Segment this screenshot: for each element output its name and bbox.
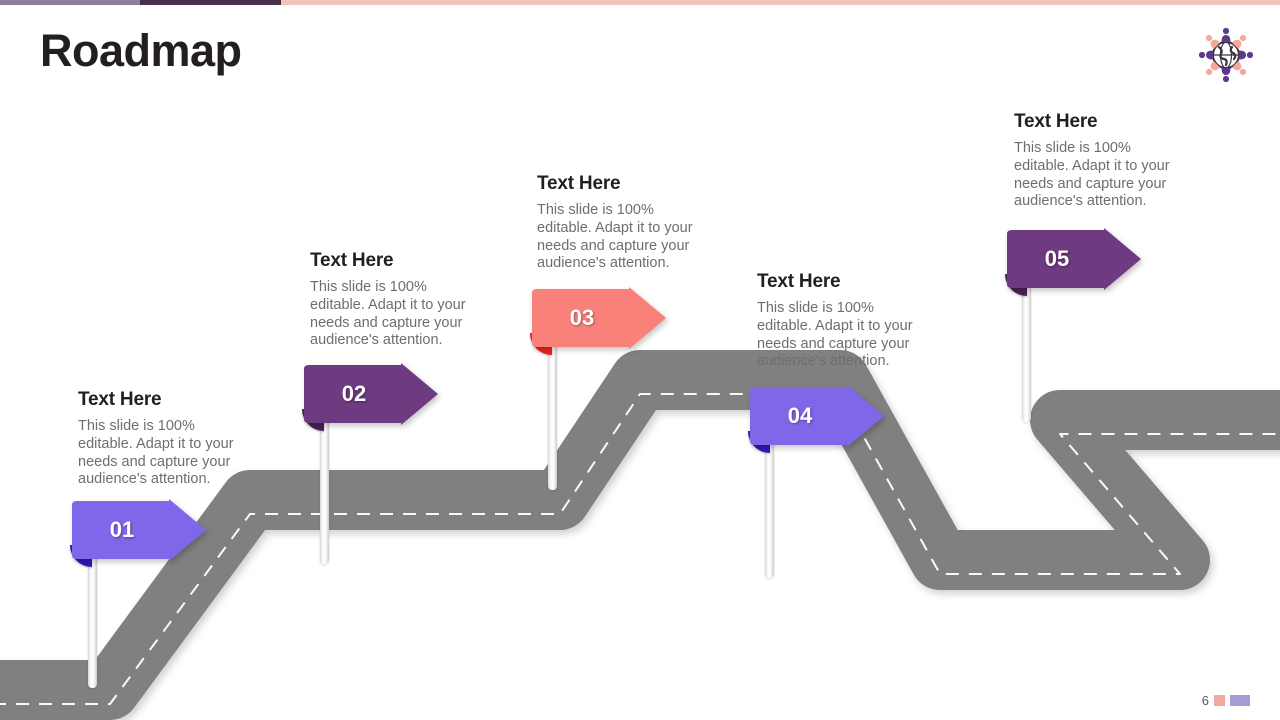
milestone-03-text: Text Here This slide is 100% editable. A… bbox=[537, 173, 702, 273]
milestone-04-heading: Text Here bbox=[757, 271, 841, 292]
milestone-04-body: This slide is 100% editable. Adapt it to… bbox=[757, 300, 913, 370]
milestone-02-body: This slide is 100% editable. Adapt it to… bbox=[310, 279, 466, 349]
milestone-05-heading: Text Here bbox=[1014, 111, 1098, 132]
milestone-03-pole bbox=[548, 328, 557, 490]
milestone-03-heading: Text Here bbox=[537, 173, 621, 194]
top-accent-bar bbox=[0, 0, 1280, 5]
milestone-02-pole bbox=[320, 404, 329, 564]
milestone-01-body: This slide is 100% editable. Adapt it to… bbox=[78, 418, 234, 488]
milestone-03-body: This slide is 100% editable. Adapt it to… bbox=[537, 202, 693, 272]
milestone-01-flag[interactable]: 01 bbox=[68, 499, 208, 561]
milestone-01-text: Text Here This slide is 100% editable. A… bbox=[78, 389, 253, 489]
milestone-05-flag[interactable]: 05 bbox=[1003, 228, 1143, 290]
globe-people-icon bbox=[1190, 24, 1262, 86]
page-swatch-purple bbox=[1230, 695, 1250, 706]
milestone-05-pole bbox=[1022, 269, 1031, 422]
page-number: 6 bbox=[1202, 693, 1250, 708]
accent-segment-1 bbox=[0, 0, 140, 5]
accent-segment-3 bbox=[281, 0, 1280, 5]
milestone-05-text: Text Here This slide is 100% editable. A… bbox=[1014, 111, 1179, 211]
accent-segment-2 bbox=[140, 0, 281, 5]
milestone-02-flag[interactable]: 02 bbox=[300, 363, 440, 425]
milestone-02-text: Text Here This slide is 100% editable. A… bbox=[310, 250, 475, 350]
page-swatch-peach bbox=[1214, 695, 1225, 706]
milestone-04-text: Text Here This slide is 100% editable. A… bbox=[757, 271, 922, 371]
milestone-01-pole bbox=[88, 540, 97, 688]
milestone-04-pole bbox=[765, 426, 774, 578]
milestone-05-body: This slide is 100% editable. Adapt it to… bbox=[1014, 140, 1170, 210]
page-number-value: 6 bbox=[1201, 693, 1209, 708]
milestone-01-heading: Text Here bbox=[78, 389, 162, 410]
milestone-04-flag[interactable]: 04 bbox=[746, 385, 886, 447]
page-title: Roadmap bbox=[40, 25, 242, 76]
milestone-03-flag[interactable]: 03 bbox=[528, 287, 668, 349]
milestone-02-heading: Text Here bbox=[310, 250, 394, 271]
